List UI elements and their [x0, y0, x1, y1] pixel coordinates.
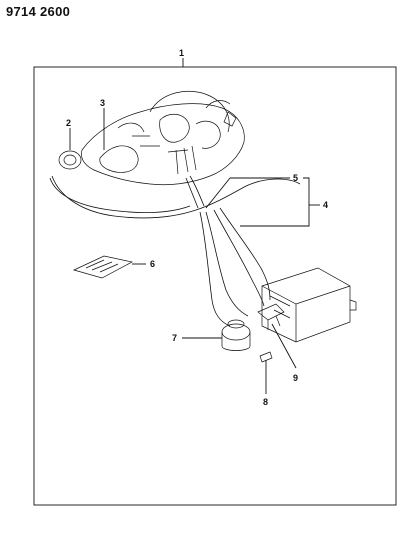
callout-6: 6 [150, 259, 155, 269]
part-6-decal [73, 255, 146, 279]
control-box [261, 267, 357, 343]
callout-3: 3 [100, 98, 105, 108]
callout-4-bracket [240, 177, 310, 227]
callout-5-leader-a [205, 177, 231, 209]
engine-assembly [81, 90, 245, 186]
callout-5: 5 [293, 173, 298, 183]
callout-1: 1 [179, 48, 184, 58]
vacuum-hoses [49, 175, 301, 327]
part-9-bracket [257, 303, 297, 369]
callout-8: 8 [263, 397, 268, 407]
callout-7: 7 [172, 333, 177, 343]
diagram-code: 9714 2600 [6, 4, 71, 19]
part-2-valve [58, 128, 82, 170]
callout-9: 9 [293, 373, 298, 383]
callout-2: 2 [66, 118, 71, 128]
callout-4: 4 [323, 200, 328, 210]
part-7-actuator [182, 319, 251, 351]
diagram-frame [33, 66, 397, 506]
part-8-bolt [259, 351, 273, 394]
